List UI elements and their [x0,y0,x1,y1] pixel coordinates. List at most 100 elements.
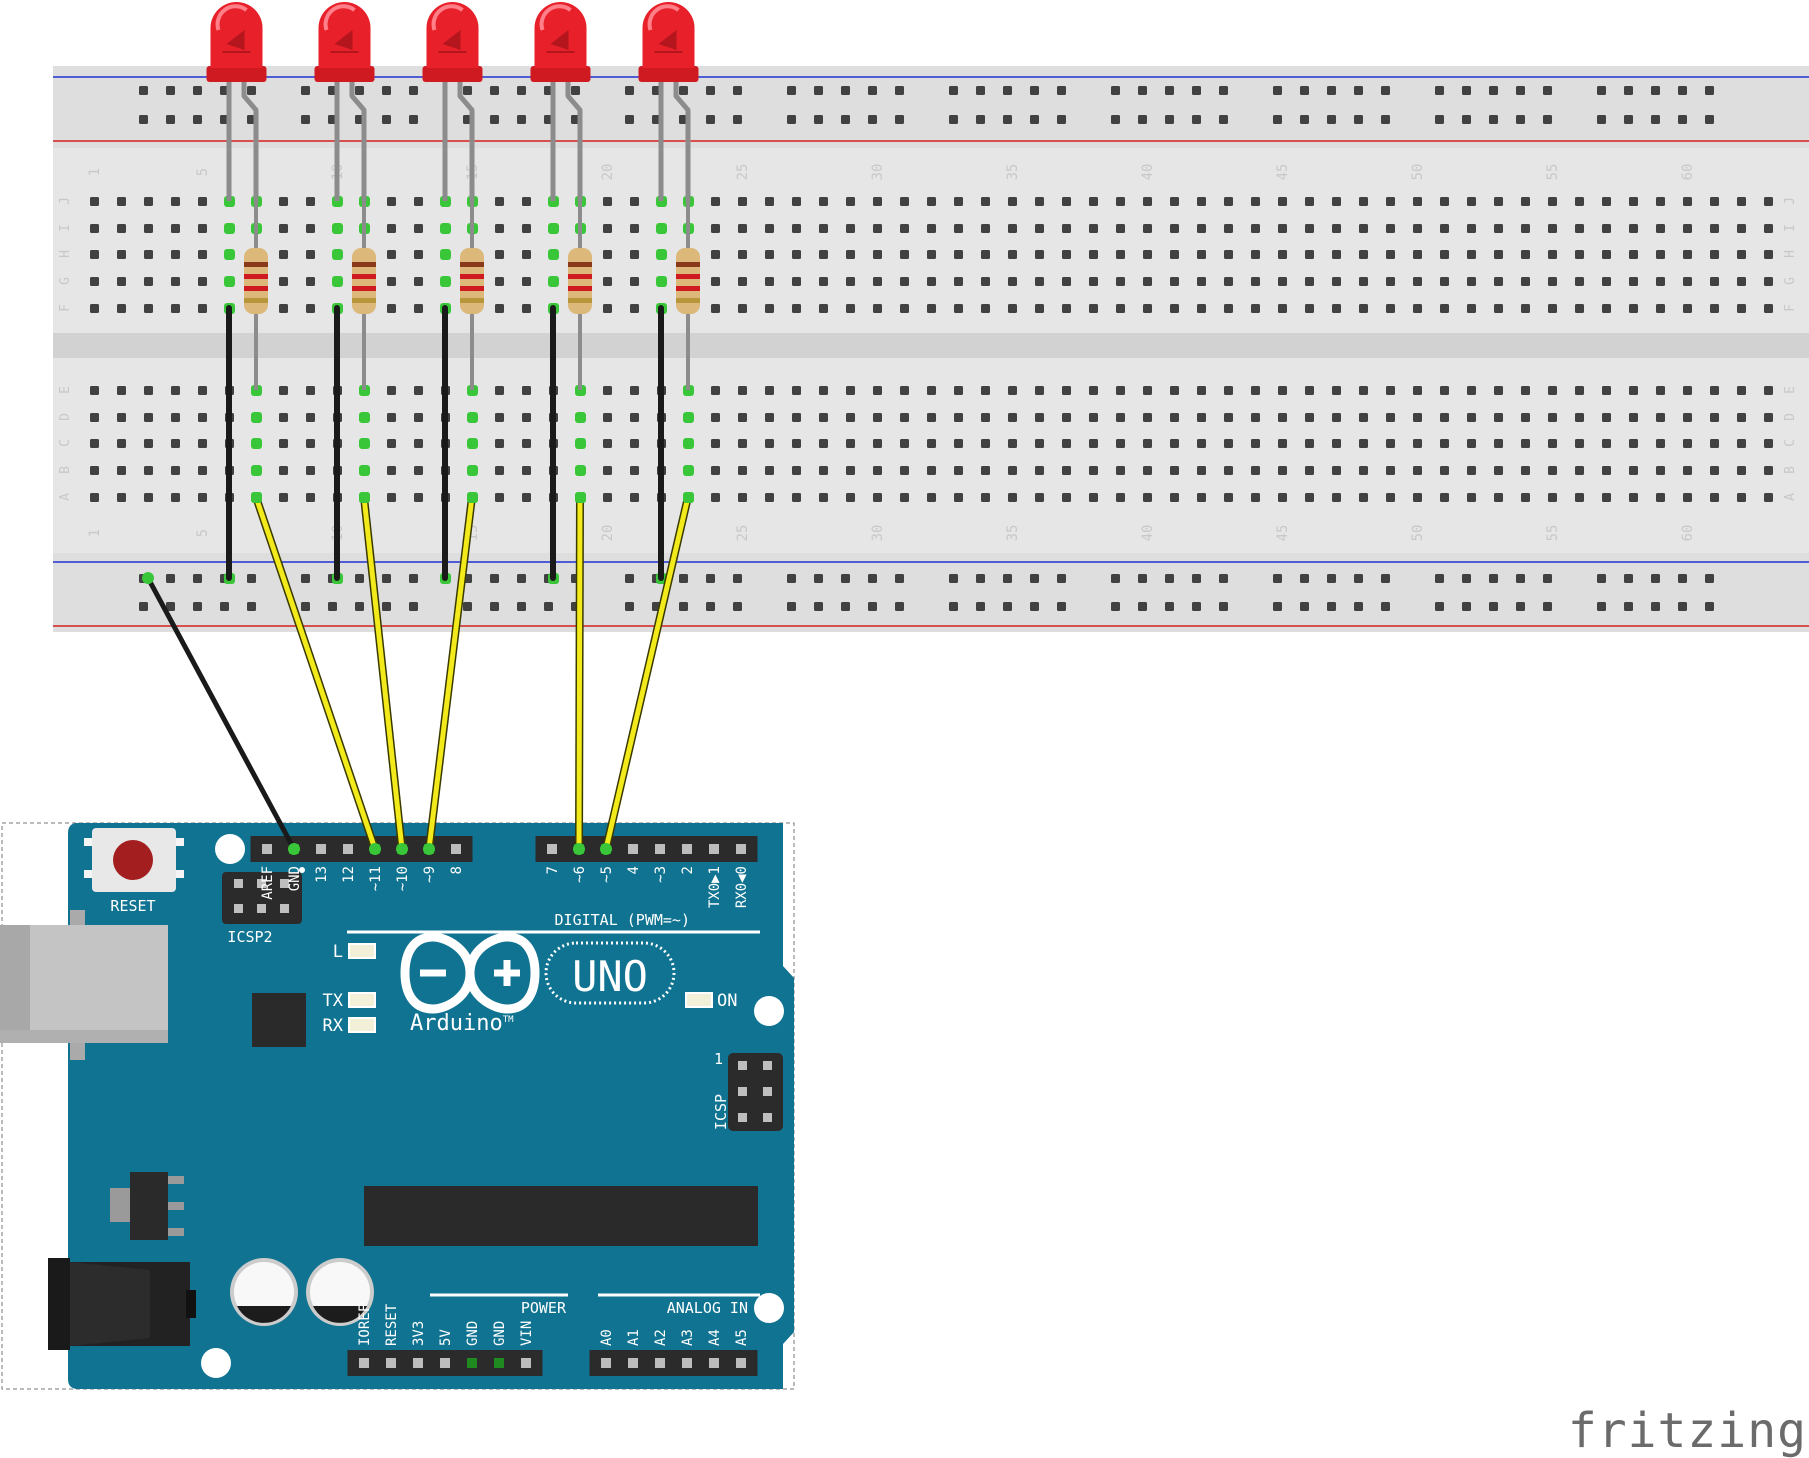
breadboard-hole[interactable] [1278,250,1287,259]
power-rail-hole[interactable] [463,86,472,95]
breadboard-hole[interactable] [1089,386,1098,395]
breadboard-hole[interactable] [1008,277,1017,286]
breadboard-hole[interactable] [144,439,153,448]
breadboard-hole[interactable] [1737,197,1746,206]
header-pin[interactable] [386,1358,396,1368]
breadboard-hole[interactable] [873,250,882,259]
power-rail-hole[interactable] [382,602,391,611]
breadboard-hole[interactable] [1089,439,1098,448]
breadboard-hole[interactable] [495,413,504,422]
breadboard-hole[interactable] [981,277,990,286]
breadboard-hole[interactable] [198,493,207,502]
power-rail-hole[interactable] [1300,115,1309,124]
breadboard-hole[interactable] [1035,277,1044,286]
power-rail-hole[interactable] [706,86,715,95]
breadboard-hole[interactable] [387,224,396,233]
breadboard-hole[interactable] [1656,466,1665,475]
breadboard-hole[interactable] [927,466,936,475]
header-pin[interactable] [521,1358,531,1368]
breadboard-hole[interactable] [1656,224,1665,233]
breadboard-hole[interactable] [1737,277,1746,286]
breadboard-hole[interactable] [1737,466,1746,475]
breadboard-hole[interactable] [1413,224,1422,233]
power-rail-hole[interactable] [1705,86,1714,95]
breadboard-hole[interactable] [1521,197,1530,206]
breadboard-hole[interactable] [1575,439,1584,448]
breadboard-hole[interactable] [981,224,990,233]
breadboard-hole[interactable] [1548,277,1557,286]
breadboard-hole[interactable] [522,413,531,422]
breadboard-hole[interactable] [1386,439,1395,448]
breadboard-hole[interactable] [927,250,936,259]
power-rail-hole[interactable] [1597,574,1606,583]
breadboard-hole[interactable] [1170,386,1179,395]
breadboard-hole[interactable] [1251,277,1260,286]
power-rail-hole[interactable] [544,602,553,611]
power-rail-hole[interactable] [517,115,526,124]
breadboard-hole[interactable] [1278,439,1287,448]
red-led[interactable] [530,2,591,82]
power-rail-hole[interactable] [1597,602,1606,611]
breadboard-hole[interactable] [1332,224,1341,233]
breadboard-hole[interactable] [954,439,963,448]
power-rail-hole[interactable] [301,115,310,124]
power-rail-hole[interactable] [1138,115,1147,124]
breadboard-hole[interactable] [1494,250,1503,259]
breadboard-hole[interactable] [198,277,207,286]
breadboard-hole[interactable] [1224,386,1233,395]
breadboard-hole[interactable] [1602,493,1611,502]
breadboard-hole[interactable] [306,439,315,448]
power-rail-hole[interactable] [1381,574,1390,583]
breadboard-hole[interactable] [1359,304,1368,313]
breadboard-hole[interactable] [819,439,828,448]
breadboard-hole[interactable] [1710,224,1719,233]
breadboard-hole[interactable] [414,250,423,259]
breadboard-hole[interactable] [1197,250,1206,259]
breadboard-hole[interactable] [873,304,882,313]
power-rail-hole[interactable] [1705,115,1714,124]
breadboard-hole[interactable] [144,277,153,286]
breadboard-hole[interactable] [414,413,423,422]
breadboard-hole[interactable] [1197,386,1206,395]
power-rail-hole[interactable] [1003,602,1012,611]
breadboard-hole[interactable] [1440,386,1449,395]
breadboard-hole[interactable] [1332,493,1341,502]
breadboard-hole[interactable] [981,439,990,448]
breadboard-hole[interactable] [711,197,720,206]
breadboard-hole[interactable] [1575,304,1584,313]
breadboard-hole[interactable] [522,277,531,286]
breadboard-hole[interactable] [1197,493,1206,502]
breadboard-hole[interactable] [1089,197,1098,206]
breadboard-hole[interactable] [1224,277,1233,286]
breadboard-hole[interactable] [792,466,801,475]
breadboard-hole[interactable] [1521,277,1530,286]
breadboard-hole[interactable] [1305,493,1314,502]
breadboard-hole[interactable] [765,493,774,502]
breadboard-hole[interactable] [1062,224,1071,233]
power-rail-hole[interactable] [868,574,877,583]
breadboard-hole[interactable] [1008,466,1017,475]
signal-wire[interactable] [426,494,475,852]
breadboard-hole[interactable] [1278,277,1287,286]
breadboard-hole[interactable] [1575,197,1584,206]
breadboard-hole[interactable] [711,439,720,448]
power-rail-hole[interactable] [895,602,904,611]
power-rail-hole[interactable] [1516,574,1525,583]
breadboard-hole[interactable] [1143,466,1152,475]
power-rail-hole[interactable] [517,602,526,611]
breadboard-hole[interactable] [522,439,531,448]
breadboard-hole[interactable] [873,466,882,475]
red-led[interactable] [206,2,267,82]
breadboard-hole[interactable] [846,466,855,475]
breadboard-hole[interactable] [927,197,936,206]
power-rail-hole[interactable] [976,574,985,583]
breadboard-hole[interactable] [117,224,126,233]
breadboard-hole[interactable] [1224,493,1233,502]
power-rail-hole[interactable] [1435,86,1444,95]
breadboard-hole[interactable] [1359,277,1368,286]
breadboard-hole[interactable] [387,386,396,395]
breadboard-hole[interactable] [765,413,774,422]
breadboard-hole[interactable] [1413,250,1422,259]
power-rail-hole[interactable] [463,602,472,611]
breadboard-hole[interactable] [1251,439,1260,448]
